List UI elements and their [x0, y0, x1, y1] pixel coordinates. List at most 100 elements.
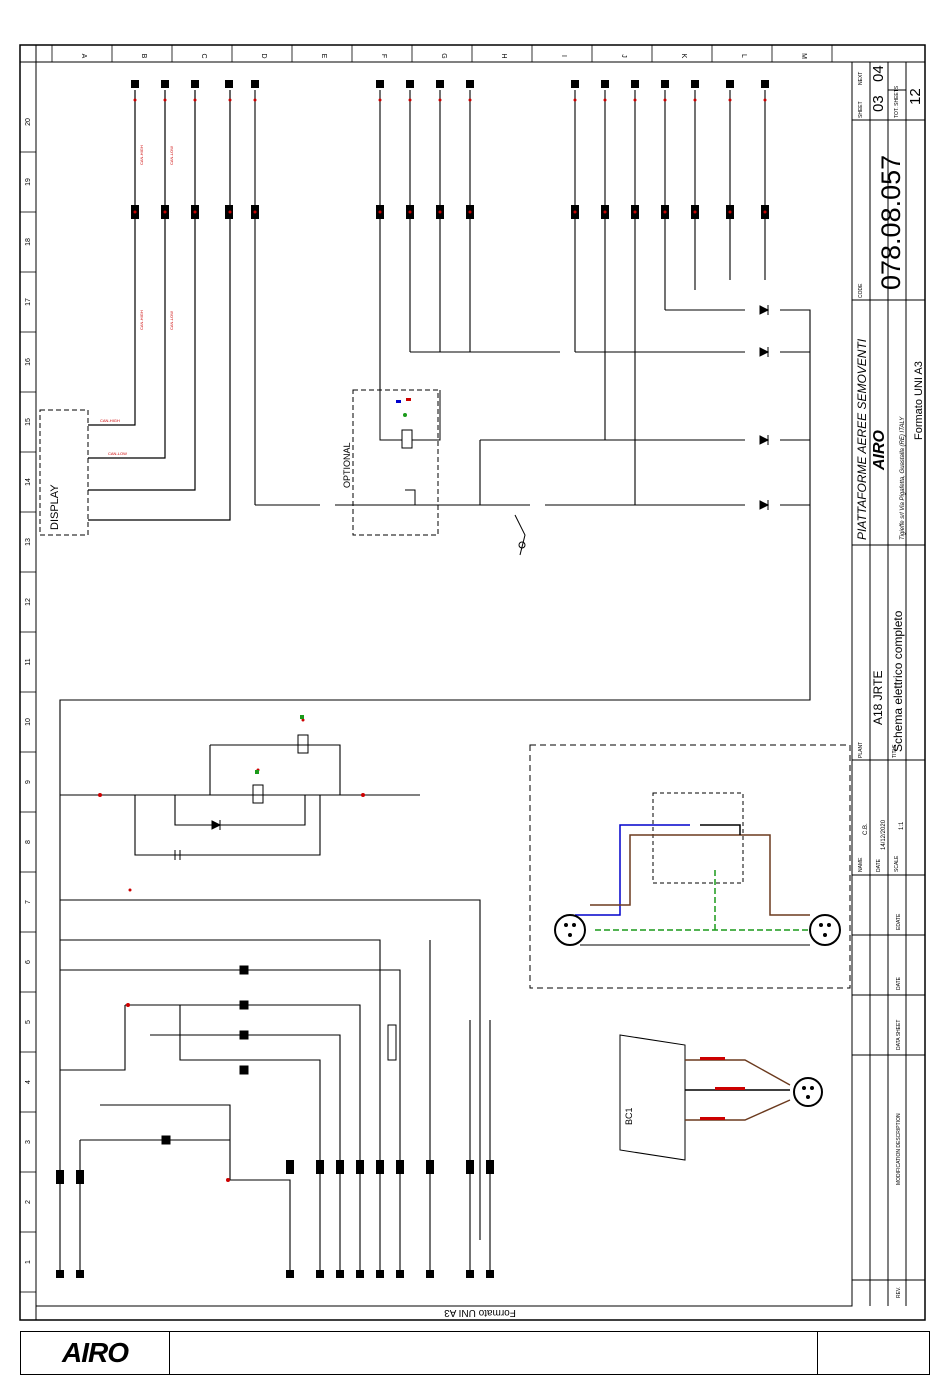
upper-connectors [131, 80, 769, 219]
column-letter: I [560, 55, 567, 57]
scale-label: SCALE [894, 855, 900, 872]
key-switch [514, 514, 526, 556]
title-block-lines [851, 62, 925, 1306]
svg-text:CAN-LOW: CAN-LOW [169, 311, 174, 330]
bc1-red-labels [700, 1057, 745, 1120]
column-letter: D [260, 53, 267, 58]
column-letter: B [140, 54, 147, 59]
date-value: 14/12/2020 [881, 819, 887, 850]
name-label: NAME [858, 857, 864, 872]
bottom-label-rev: REV. [896, 1287, 902, 1298]
page-footer: AIRO [20, 1331, 930, 1375]
row-number: 8 [25, 840, 32, 844]
title-label: TITLE [892, 744, 898, 758]
title-value: Schema elettrico completo [891, 610, 905, 752]
svg-text:CAN-LOW: CAN-LOW [108, 451, 127, 456]
row-number: 16 [25, 358, 32, 366]
bc1-label: BC1 [624, 1107, 634, 1125]
footer-divider [817, 1332, 818, 1374]
tot-sheets-number: 12 [907, 88, 924, 105]
row-number: 1 [25, 1260, 32, 1264]
column-letter: K [680, 54, 687, 59]
column-letter: H [500, 53, 507, 58]
row-number: 9 [25, 780, 32, 784]
next-number: 04 [870, 65, 887, 82]
row-number: 5 [25, 1020, 32, 1024]
cable-inner-box [652, 792, 744, 884]
row-number: 11 [25, 658, 32, 665]
column-letter: L [740, 54, 747, 58]
display-label: DISPLAY [49, 484, 61, 530]
column-letter: F [380, 54, 387, 58]
row-number: 3 [25, 1140, 32, 1144]
bottom-drops [59, 1240, 491, 1270]
plug-bc1 [793, 1077, 823, 1107]
scale-value: 1:1 [899, 821, 905, 830]
bottom-label-modification: MODIFICATION DESCRIPTION [896, 1113, 902, 1185]
svg-text:CAN-HIGH: CAN-HIGH [139, 310, 144, 330]
cable-box [529, 744, 851, 989]
row-number: 17 [25, 298, 32, 306]
middle-red-dots [98, 718, 365, 1182]
bottom-label-date: DATE [896, 976, 902, 990]
upper-vertical-wires [59, 90, 811, 900]
optional-block [352, 389, 439, 536]
svg-text:CAN-HIGH: CAN-HIGH [139, 145, 144, 165]
svg-text:CAN-LOW: CAN-LOW [169, 146, 174, 165]
column-letter: E [320, 54, 327, 59]
plant-value: A18 JRTE [871, 671, 885, 725]
date-label: DATE [876, 858, 882, 872]
company-address: Tigieffe srl Via Pigafetta, Guastalla (R… [900, 416, 906, 540]
name-value: C.B. [863, 823, 869, 835]
row-number: 20 [25, 118, 32, 126]
row-number: 4 [25, 1080, 32, 1084]
optional-blue-label [396, 400, 401, 403]
sheet-number: 03 [870, 95, 887, 112]
format-bottom-label: Formato UNI A3 [444, 1307, 516, 1318]
middle-wires [59, 744, 491, 1240]
row-number: 12 [25, 598, 32, 606]
row-number: 6 [25, 960, 32, 964]
top-grid-lines [51, 45, 833, 62]
code-label: CODE [858, 283, 864, 298]
brand-logo-small: AIRO [871, 429, 888, 471]
upper-red-dots [133, 98, 767, 214]
svg-text:CAN-HIGH: CAN-HIGH [100, 418, 120, 423]
sheet-label: SHEET [858, 101, 864, 118]
optional-red-label [406, 398, 411, 401]
plug-left [554, 914, 586, 946]
display-block [39, 409, 89, 536]
diodes-upper [759, 305, 770, 510]
middle-green-symbols [255, 715, 304, 774]
bottom-label-datasheet: DATA SHEET [896, 1020, 902, 1050]
optional-label: OPTIONAL [342, 442, 352, 488]
row-number: 10 [25, 718, 32, 726]
drawing-code: 078.08.057 [876, 155, 906, 290]
row-number: 18 [25, 238, 32, 246]
format-label: Formato UNI A3 [913, 361, 925, 440]
row-number: 19 [25, 178, 32, 186]
row-number: 13 [25, 538, 32, 546]
optional-relay [379, 390, 441, 506]
display-wire-red-labels: CAN-HIGH CAN-LOW CAN-HIGH CAN-LOW CAN-HIG… [100, 145, 174, 456]
next-label: NEXT [858, 72, 864, 85]
bc1-block [619, 1034, 686, 1161]
column-letter: M [800, 53, 807, 59]
bottom-connectors [56, 1160, 494, 1278]
optional-symbols [403, 413, 407, 417]
sheet-border-outer [19, 44, 926, 1321]
column-letter: J [620, 54, 627, 58]
plug-right [809, 914, 841, 946]
airo-logo: AIRO [21, 1332, 170, 1374]
row-number: 7 [25, 900, 32, 904]
column-letter: A [80, 54, 87, 59]
cable-wires [575, 824, 810, 946]
row-number: 2 [25, 1200, 32, 1204]
row-number: 15 [25, 418, 32, 426]
column-letter: G [440, 53, 447, 58]
row-number: 14 [25, 478, 32, 486]
plant-label: PLANT [858, 742, 864, 758]
